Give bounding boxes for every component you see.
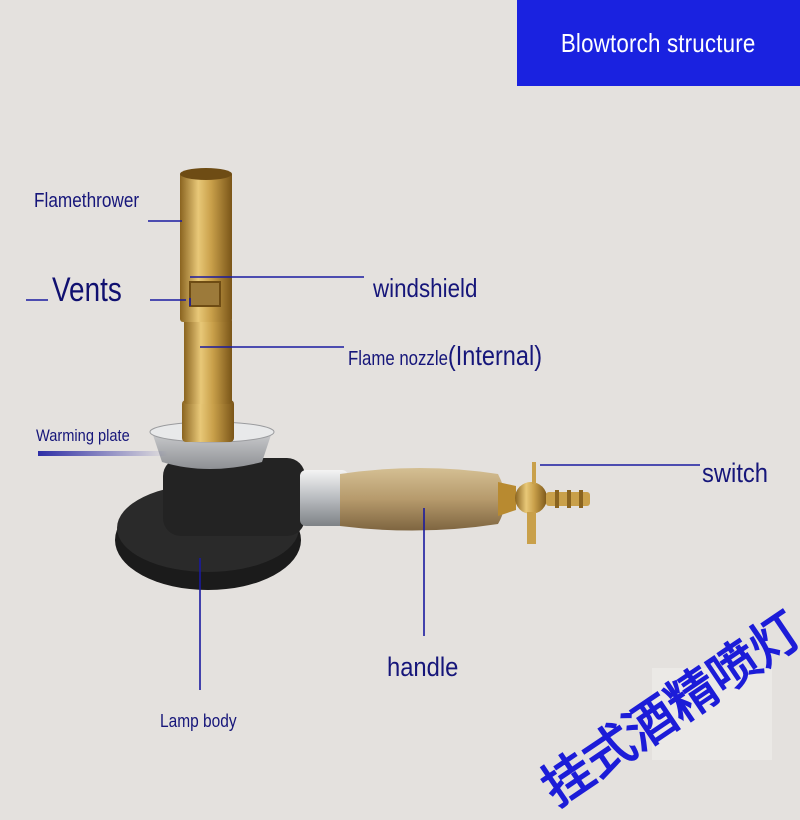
label-warming-plate: Warming plate — [36, 426, 130, 445]
background-patch — [652, 668, 772, 760]
leader-lines — [26, 220, 700, 690]
label-vents: Vents — [52, 271, 122, 309]
brass-burner-tube — [180, 168, 234, 442]
label-flame-nozzle-suffix: (Internal) — [447, 340, 543, 371]
label-flame-nozzle: Flame nozzle(Internal) — [348, 340, 542, 372]
label-flame-nozzle-text: Flame nozzle — [348, 348, 448, 370]
warming-plate-pointer — [38, 451, 168, 456]
lamp-base — [115, 458, 305, 590]
switch-valve — [515, 462, 590, 544]
label-handle: handle — [387, 652, 459, 682]
handle-assembly — [300, 468, 516, 531]
label-switch: switch — [702, 458, 769, 488]
diagram-title: Blowtorch structure — [561, 27, 756, 58]
blowtorch-illustration — [26, 168, 772, 760]
label-flamethrower: Flamethrower — [34, 190, 140, 212]
label-windshield: windshield — [373, 273, 478, 303]
label-lamp-body: Lamp body — [160, 711, 237, 731]
title-banner: Blowtorch structure — [517, 0, 800, 86]
